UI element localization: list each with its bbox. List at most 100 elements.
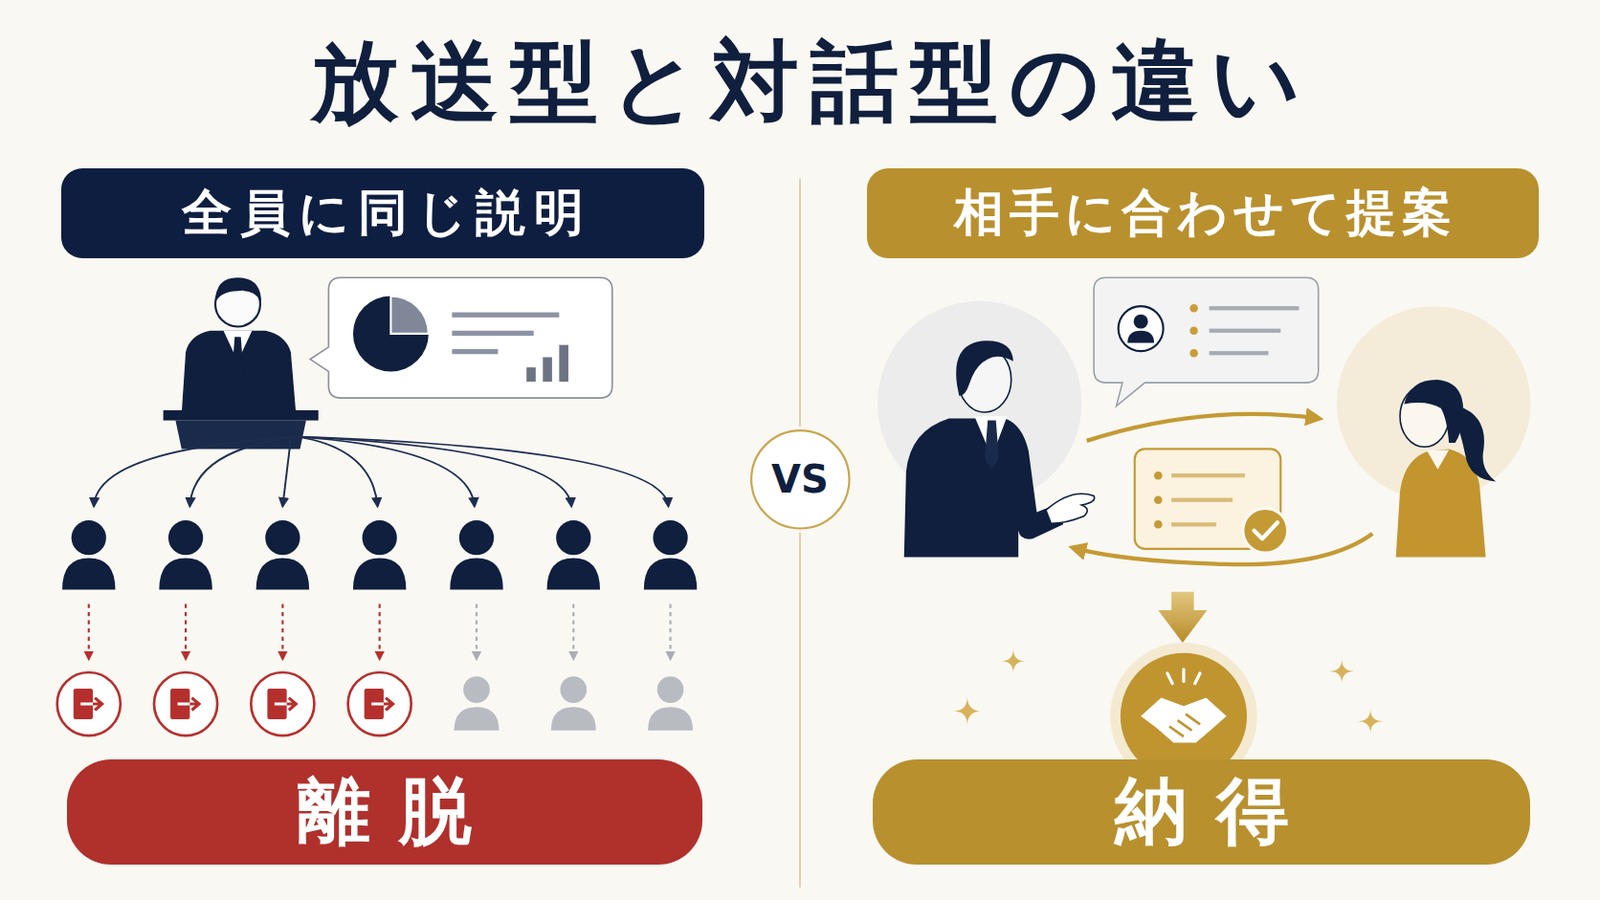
exit-icon: [154, 672, 218, 736]
bullet: [1189, 326, 1199, 335]
pie-slice: [390, 295, 428, 334]
person-body: [449, 558, 503, 591]
sparkle: [1329, 659, 1355, 685]
dashed-arrow: [88, 604, 90, 661]
divider-line: [799, 178, 801, 427]
bar: [542, 356, 553, 382]
exit-arrow: [371, 698, 393, 712]
broadcast-arrow: [93, 437, 298, 508]
person-body: [551, 707, 597, 732]
bullet: [1154, 471, 1163, 481]
person-head: [652, 520, 688, 556]
text-line: [451, 331, 534, 336]
person-head: [459, 520, 494, 556]
dashed-arrow: [184, 604, 187, 661]
profile-head: [1133, 314, 1149, 330]
broadcast-arrow: [282, 439, 291, 507]
handshake-icon: [1140, 698, 1227, 744]
text-line: [1209, 329, 1282, 334]
dashed-arrow: [572, 604, 575, 661]
result-band: 離脱: [66, 759, 702, 866]
vs-circle-outline: [751, 430, 849, 529]
person-body: [647, 707, 693, 732]
bullet: [1154, 520, 1163, 530]
podium: [175, 421, 306, 450]
person-head: [463, 676, 490, 704]
dashed-arrow: [669, 604, 672, 661]
person-body: [454, 707, 500, 732]
broadcast-arrow: [297, 437, 378, 508]
title-text: 放送型と対話型の違い: [311, 22, 1312, 142]
podium-top: [163, 410, 319, 422]
node-text: VS: [771, 457, 829, 502]
speech-bubble: [1093, 277, 1319, 406]
down-arrow: [1157, 592, 1207, 644]
exit-circle: [250, 672, 314, 736]
exit-circle: [154, 672, 218, 736]
exit-arrow: [189, 698, 200, 712]
person-head: [362, 520, 398, 556]
person-body: [547, 558, 600, 591]
chart-bubble: [310, 277, 613, 399]
check-mark: [1254, 522, 1279, 539]
tie: [231, 336, 245, 388]
text-line: [451, 349, 498, 355]
text-line: [1209, 306, 1300, 311]
person-body: [158, 558, 212, 591]
broadcast-arrow: [297, 437, 668, 508]
shine-rays: [1167, 669, 1200, 685]
text-line: [1171, 522, 1217, 527]
check-badge: [1243, 508, 1289, 554]
hair: [1403, 379, 1464, 444]
bullet: [1189, 304, 1199, 313]
profile-bubble: [1093, 277, 1319, 406]
exit-icon: [250, 672, 314, 736]
vs-badge: VS: [749, 428, 852, 532]
person-body: [644, 558, 697, 591]
audience: [62, 520, 697, 591]
sparkles: [953, 648, 1383, 734]
hair: [955, 340, 1014, 397]
node-text: 全員に同じ説明: [181, 179, 593, 247]
proposal-card: [1134, 448, 1289, 554]
hair: [215, 277, 262, 303]
exit-icon: [57, 672, 121, 736]
exit-arrow: [383, 698, 394, 712]
customer-figure: [1396, 379, 1497, 558]
speech-bubble: [310, 277, 613, 399]
person-body: [256, 558, 310, 591]
text-line: [1209, 351, 1269, 356]
text-line: [451, 312, 559, 318]
remaining-audience: [454, 676, 694, 732]
profile-body: [1127, 331, 1155, 344]
person-body: [62, 558, 115, 591]
person-head: [657, 676, 685, 704]
exit-icons: [57, 672, 412, 736]
exit-arrow: [287, 698, 297, 712]
exit-arrow: [80, 698, 102, 712]
broadcast-arrow: [189, 437, 298, 508]
suit-body: [904, 418, 1064, 557]
dashed-arrow: [475, 604, 478, 661]
salesman-figure: [904, 340, 1095, 557]
exit-arrow: [274, 698, 296, 712]
person-head: [71, 520, 107, 556]
sparkle: [1357, 709, 1383, 734]
exit-arrow: [177, 698, 200, 712]
person-head: [555, 520, 591, 556]
sparkle: [953, 697, 982, 727]
ponytail: [1456, 406, 1497, 483]
bar: [558, 345, 569, 382]
broadcast-arrow: [297, 437, 474, 508]
exit-arrow: [92, 698, 103, 712]
exit-icon: [348, 672, 412, 736]
person-head: [168, 520, 203, 556]
person-body: [353, 558, 406, 591]
pie-chart: [353, 295, 429, 372]
hand: [1045, 493, 1095, 524]
divider-line: [799, 533, 801, 889]
node-text: 納得: [1114, 763, 1318, 863]
profile-icon: [1118, 306, 1164, 352]
person-head: [559, 676, 587, 704]
